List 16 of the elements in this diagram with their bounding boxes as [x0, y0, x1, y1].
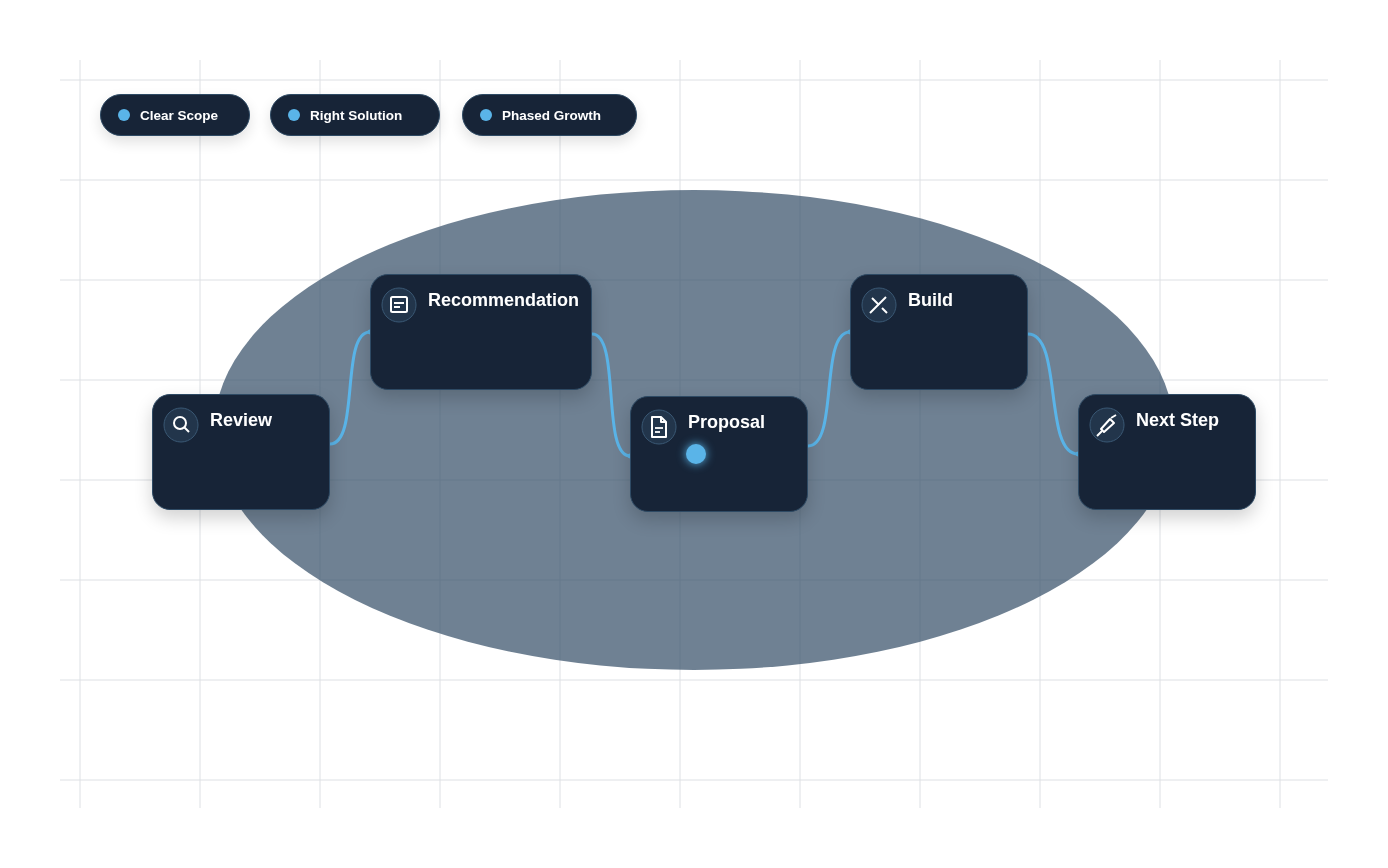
tag-label: Phased Growth	[502, 107, 601, 123]
pill-tag	[462, 94, 637, 136]
tag-label: Right Solution	[310, 107, 403, 123]
card-title: Review	[210, 410, 273, 431]
pill-tag	[270, 94, 440, 136]
card-title: Build	[908, 290, 953, 311]
process-card	[152, 394, 330, 510]
process-card	[370, 274, 592, 390]
card-title: Next Step	[1136, 410, 1220, 431]
card-title: Recommendation	[428, 290, 580, 311]
process-card	[850, 274, 1028, 390]
card-title: Proposal	[688, 412, 766, 433]
process-card	[630, 396, 808, 512]
process-card	[1078, 394, 1256, 510]
pill-tag	[100, 94, 250, 136]
tag-label: Clear Scope	[140, 107, 219, 123]
